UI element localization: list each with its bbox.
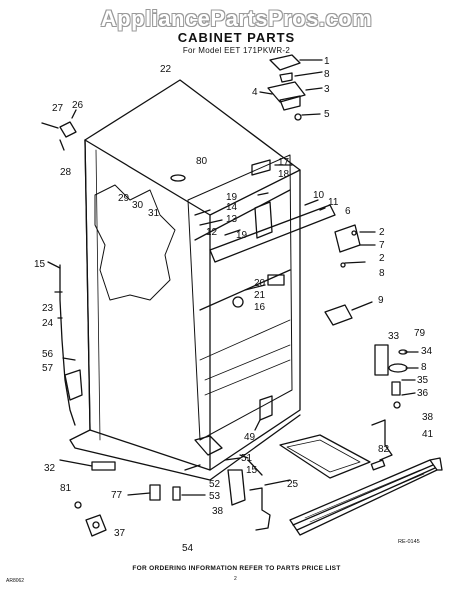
part-label-11: 11 <box>328 197 339 208</box>
part-label-32: 32 <box>44 463 56 474</box>
bottom-hinge-parts <box>374 344 419 409</box>
part-label-30: 30 <box>132 200 144 211</box>
part-label-13: 13 <box>226 214 238 225</box>
part-label-25: 25 <box>287 479 299 490</box>
part-label-15-lower: 15 <box>246 465 258 476</box>
part-label-29: 29 <box>118 193 130 204</box>
part-label-27: 27 <box>52 103 64 114</box>
door-latch <box>324 301 373 326</box>
part-label-19: 19 <box>226 192 238 203</box>
part-label-1: 1 <box>324 56 330 67</box>
part-label-54: 54 <box>182 543 194 554</box>
part-label-23: 23 <box>42 303 54 314</box>
part-label-22: 22 <box>160 64 172 75</box>
drain-pan <box>264 434 371 486</box>
part-label-80: 80 <box>196 156 208 167</box>
page-mark: 2 <box>234 576 237 582</box>
hinge-cover-parts <box>41 109 77 151</box>
center-hinge-assembly <box>209 199 376 268</box>
part-label-77: 77 <box>111 490 123 501</box>
part-label-26: 26 <box>72 100 84 111</box>
part-label-49: 49 <box>244 432 256 443</box>
part-label-51: 51 <box>241 453 253 464</box>
cabinet-shell <box>69 79 301 481</box>
part-label-9: 9 <box>378 295 384 306</box>
document-code: AR8062 <box>6 578 25 584</box>
part-label-37: 37 <box>114 528 126 539</box>
drawing-code: RE-0145 <box>398 539 420 545</box>
part-label-8-bottom: 8 <box>421 362 427 373</box>
part-label-53: 53 <box>209 491 221 502</box>
part-label-20: 20 <box>254 278 266 289</box>
part-label-35: 35 <box>417 375 429 386</box>
part-label-8-right: 8 <box>379 268 385 279</box>
part-label-38-lower: 38 <box>212 506 224 517</box>
part-label-18: 18 <box>278 169 290 180</box>
part-label-31: 31 <box>148 208 160 219</box>
part-label-38: 38 <box>422 412 434 423</box>
model-subtitle: For Model EET 171PKWR-2 <box>182 46 291 55</box>
lower-hinge-bracket <box>254 395 273 431</box>
part-label-21: 21 <box>254 290 266 301</box>
thermostat-parts <box>194 159 293 236</box>
part-label-79: 79 <box>414 328 426 339</box>
part-label-15: 15 <box>34 259 46 270</box>
part-label-28: 28 <box>60 167 72 178</box>
watermark: AppliancePartsPros.com <box>100 6 373 31</box>
part-label-10: 10 <box>313 190 325 201</box>
part-label-24: 24 <box>42 318 54 329</box>
part-label-82: 82 <box>378 444 390 455</box>
toe-grille <box>289 457 443 536</box>
part-label-17: 17 <box>278 157 290 168</box>
part-label-34: 34 <box>421 346 433 357</box>
crisper-support-parts <box>232 274 285 308</box>
part-label-36: 36 <box>417 388 429 399</box>
diagram-title: CABINET PARTS <box>177 30 296 45</box>
top-hinge-assembly <box>259 54 323 121</box>
part-label-16: 16 <box>254 302 266 313</box>
ordering-footer: FOR ORDERING INFORMATION REFER TO PARTS … <box>132 565 341 572</box>
grille-brackets <box>370 419 393 471</box>
wiring-harness <box>47 261 83 426</box>
part-label-5: 5 <box>324 109 330 120</box>
lower-parts <box>59 435 271 537</box>
part-label-81: 81 <box>60 483 72 494</box>
part-label-8: 8 <box>324 69 330 80</box>
part-label-52: 52 <box>209 479 221 490</box>
part-label-57: 57 <box>42 363 54 374</box>
part-label-6: 6 <box>345 206 351 217</box>
part-label-2: 2 <box>379 227 385 238</box>
part-label-4: 4 <box>252 87 258 98</box>
part-label-12: 12 <box>206 227 218 238</box>
part-label-14: 14 <box>226 202 238 213</box>
part-label-2-lower: 2 <box>379 253 385 264</box>
part-label-3: 3 <box>324 84 330 95</box>
part-label-33: 33 <box>388 331 400 342</box>
part-label-7: 7 <box>379 240 385 251</box>
part-label-56: 56 <box>42 349 54 360</box>
part-label-41: 41 <box>422 429 434 440</box>
part-label-19-lower: 19 <box>236 230 248 241</box>
